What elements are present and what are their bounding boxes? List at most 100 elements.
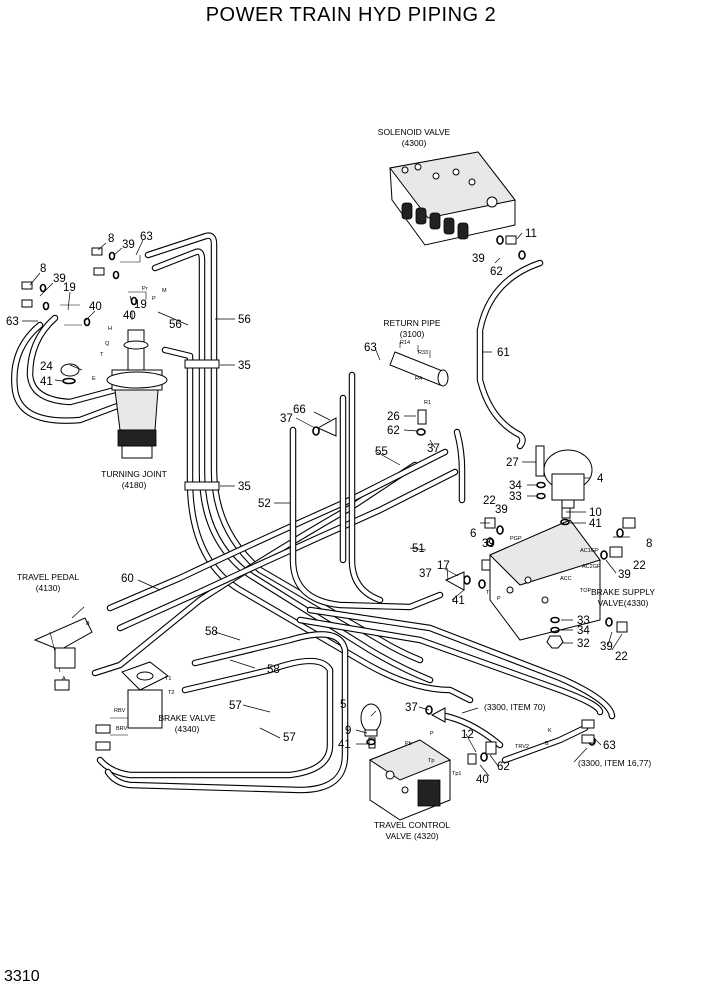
caption-solenoid-valve-line2: (4300)	[402, 138, 427, 148]
callout: 55	[375, 446, 388, 458]
clamp-35-upper	[184, 359, 220, 369]
callout: 56	[169, 319, 182, 331]
callout: 39	[472, 253, 485, 265]
caption-return-pipe-line1: RETURN PIPE	[383, 318, 440, 328]
part-callouts: 8 39 63 8 39 19 40 63 19 40 56 56 35 35 …	[6, 228, 652, 786]
callout: 27	[506, 457, 519, 469]
port-label: R4	[415, 376, 422, 382]
port-label: T2	[168, 690, 174, 696]
callout: 41	[338, 739, 351, 751]
callout: 37	[405, 702, 418, 714]
callout: 39	[482, 538, 495, 550]
callout: 39	[618, 569, 631, 581]
port-label: T	[486, 590, 490, 596]
port-label: TOP	[580, 588, 592, 594]
port-label: R14	[400, 340, 410, 346]
callout: 12	[461, 729, 474, 741]
caption-turning-joint: TURNING JOINT (4180)	[101, 469, 167, 490]
caption-travel-control-valve: TRAVEL CONTROL VALVE (4320)	[374, 820, 450, 841]
callout: 37	[280, 413, 293, 425]
port-label: T	[100, 352, 104, 358]
callout: 24	[40, 361, 53, 373]
return-pipe-drawing	[389, 342, 449, 387]
caption-brake-supply-valve: BRAKE SUPPLY VALVE(4330)	[591, 587, 655, 608]
caption-brake-valve-line1: BRAKE VALVE	[158, 713, 216, 723]
callout: 5	[340, 699, 346, 711]
caption-return-pipe: RETURN PIPE (3100)	[383, 318, 440, 339]
port-label: H	[108, 326, 112, 332]
callout: 39	[122, 239, 135, 251]
fittings-and-orings	[21, 235, 636, 765]
caption-brake-valve: BRAKE VALVE (4340)	[158, 713, 216, 734]
port-labels: Pr P M H Q T E R14 R33 R4 R1 P T AC1GP A…	[62, 286, 601, 777]
callout: 8	[646, 538, 652, 550]
callout: 40	[89, 301, 102, 313]
clamp-35-lower	[184, 481, 220, 491]
callout: 39	[495, 504, 508, 516]
caption-brake-supply-valve-line2: VALVE(4330)	[598, 598, 649, 608]
port-label: ACC	[560, 576, 572, 582]
port-label: T1	[165, 676, 171, 682]
reference-item-16-77: (3300, ITEM 16,77)	[578, 758, 651, 768]
callout: 34	[509, 480, 522, 492]
callout: 40	[476, 774, 489, 786]
port-label: TRV2	[515, 744, 529, 750]
caption-turning-joint-line2: (4180)	[122, 480, 147, 490]
callout: 35	[238, 481, 251, 493]
callout: 26	[387, 411, 400, 423]
callout: 37	[419, 568, 432, 580]
callout: 41	[589, 518, 602, 530]
callout: 8	[108, 233, 114, 245]
port-label: K	[548, 728, 552, 734]
callout: 62	[497, 761, 510, 773]
caption-travel-pedal-line1: TRAVEL PEDAL	[17, 572, 80, 582]
callout: 41	[40, 376, 53, 388]
callout: 22	[483, 495, 496, 507]
callout: 9	[345, 725, 351, 737]
hose-routes	[11, 232, 616, 794]
callout: 39	[600, 641, 613, 653]
callout: 11	[525, 228, 537, 240]
callout: 34	[577, 625, 590, 637]
callout: 19	[63, 282, 76, 294]
port-label: A	[62, 676, 66, 682]
callout: 33	[577, 615, 590, 627]
caption-turning-joint-line1: TURNING JOINT	[101, 469, 167, 479]
caption-return-pipe-line2: (3100)	[400, 329, 425, 339]
callout: 63	[6, 316, 19, 328]
page-number: 3310	[4, 968, 40, 985]
callout: 33	[509, 491, 522, 503]
callout: 52	[258, 498, 271, 510]
callout: 58	[205, 626, 218, 638]
callout: 57	[229, 700, 242, 712]
port-label: B	[545, 741, 549, 747]
port-label: RBV	[114, 708, 126, 714]
port-label: Pb	[405, 741, 412, 747]
callout: 58	[267, 664, 280, 676]
callout: 8	[40, 263, 46, 275]
port-label: AC2GP	[582, 564, 601, 570]
callout: 39	[53, 273, 66, 285]
reference-item-70: (3300, ITEM 70)	[484, 702, 546, 712]
port-label: B	[86, 621, 90, 627]
brake-supply-valve-drawing	[489, 519, 601, 641]
callout: 37	[427, 443, 440, 455]
callout: 51	[412, 543, 425, 555]
turning-joint-drawing	[106, 329, 168, 459]
port-label: E	[92, 376, 96, 382]
port-label: BRV	[116, 726, 128, 732]
caption-travel-pedal-line2: (4130)	[36, 583, 61, 593]
callout: 35	[238, 360, 251, 372]
port-label: PGP	[510, 536, 522, 542]
callout: 4	[597, 473, 604, 485]
port-label: Pr	[142, 286, 148, 292]
callout: 63	[603, 740, 616, 752]
caption-brake-supply-valve-line1: BRAKE SUPPLY	[591, 587, 655, 597]
port-label: Tp1	[452, 771, 461, 777]
caption-travel-control-valve-line2: VALVE (4320)	[385, 831, 438, 841]
caption-travel-pedal: TRAVEL PEDAL (4130)	[17, 572, 80, 593]
page-title: POWER TRAIN HYD PIPING 2	[205, 4, 497, 26]
travel-pedal-drawing	[33, 617, 93, 691]
caption-solenoid-valve: SOLENOID VALVE (4300)	[378, 127, 451, 148]
